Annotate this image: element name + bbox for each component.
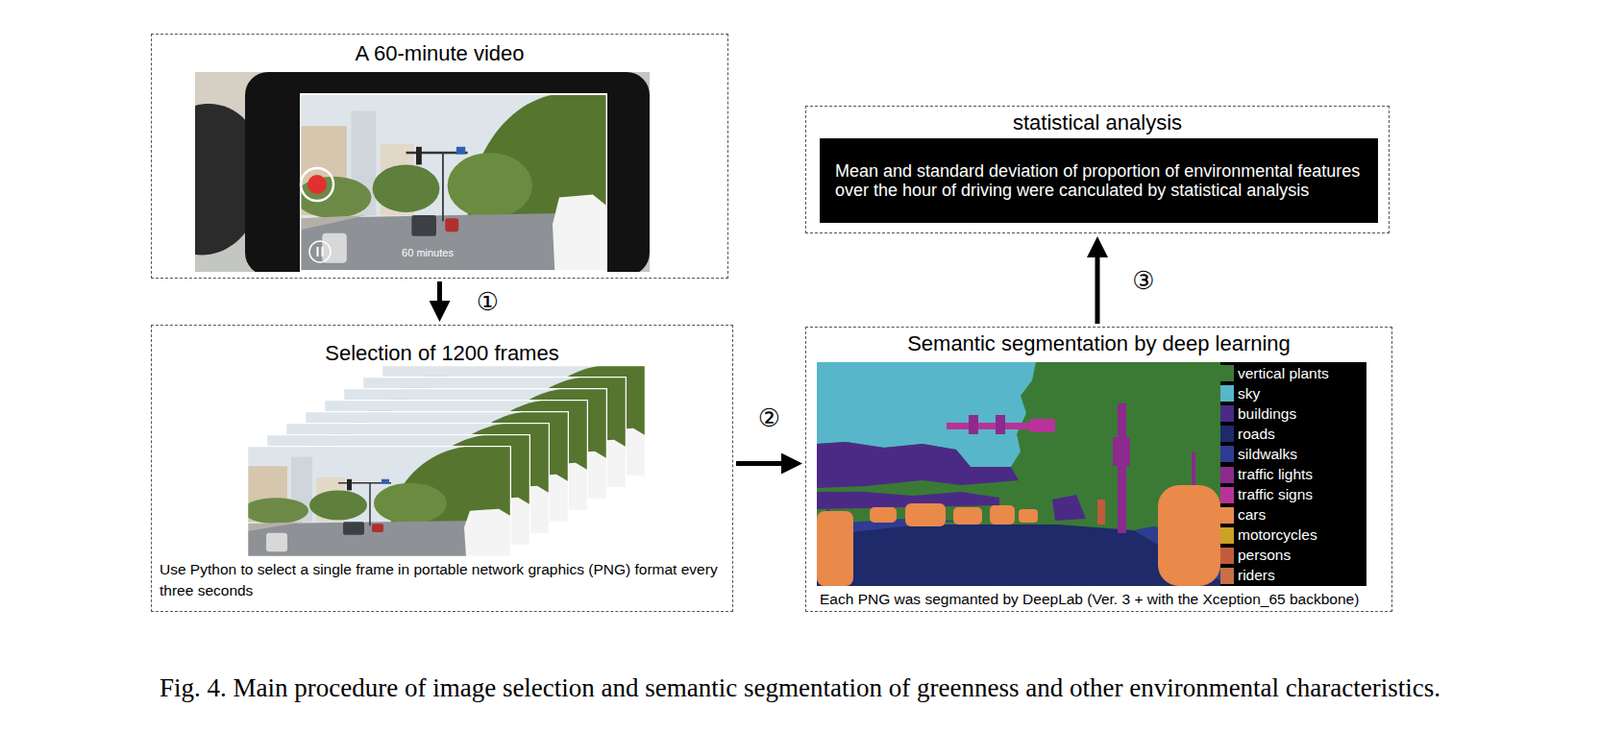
legend-text: motorcycles xyxy=(1237,526,1318,544)
legend-text: traffic signs xyxy=(1237,486,1313,504)
segmentation-map xyxy=(953,507,983,525)
segmentation-map xyxy=(1157,485,1221,587)
step-number-holder: ③ xyxy=(1130,266,1157,296)
legend-text: traffic lights xyxy=(1237,466,1313,484)
phone-photo xyxy=(317,246,320,257)
legend-row: cars xyxy=(1220,505,1367,526)
box-title: Mean and standard deviation of proportio… xyxy=(835,161,1363,200)
legend-text: sky xyxy=(1237,385,1260,403)
legend-row: sky xyxy=(1220,383,1367,404)
box-title: Selection of 1200 frames xyxy=(151,325,733,367)
step-panel: Selection of 1200 framesUse Python to se… xyxy=(150,324,734,613)
legend-swatch xyxy=(1220,487,1234,504)
legend-swatch xyxy=(1220,365,1234,382)
legend-swatch xyxy=(1220,567,1234,585)
result-box: Mean and standard deviation of proportio… xyxy=(819,138,1379,223)
flow-arrow xyxy=(437,281,443,309)
segmentation-map xyxy=(869,507,897,523)
segmentation-map xyxy=(989,505,1015,525)
phone-photo xyxy=(195,72,650,272)
segmentation-map xyxy=(905,503,946,527)
legend-row: traffic lights xyxy=(1220,464,1367,485)
segmentation-map xyxy=(816,511,854,587)
legend-row: motorcycles xyxy=(1220,525,1367,546)
legend-swatch xyxy=(1220,467,1234,484)
segmentation-map xyxy=(1112,437,1131,467)
label-holder: 60 minutes xyxy=(401,243,454,261)
legend-swatch xyxy=(1220,425,1234,443)
legend-text: cars xyxy=(1237,506,1266,524)
caption-holder: Fig. 4. Main procedure of image selectio… xyxy=(0,672,1600,704)
legend-swatch xyxy=(1220,527,1234,544)
legend-row: riders xyxy=(1220,566,1367,587)
segmentation-map xyxy=(1052,494,1086,521)
phone-photo xyxy=(295,93,608,272)
legend-row: vertical plants xyxy=(1220,363,1367,384)
legend-text: persons xyxy=(1237,546,1291,565)
legend-row: sildwalks xyxy=(1220,443,1367,465)
box-title: A 60-minute video xyxy=(151,34,728,67)
phone-photo xyxy=(307,174,327,195)
box-text: Use Python to select a single frame in p… xyxy=(151,559,733,612)
step-number: ③ xyxy=(1130,266,1157,296)
legend-text: buildings xyxy=(1237,405,1297,423)
figure-caption: Fig. 4. Main procedure of image selectio… xyxy=(159,673,1441,703)
legend-row: buildings xyxy=(1220,403,1367,424)
segmentation-map xyxy=(1097,499,1106,525)
step-number: ① xyxy=(474,287,501,317)
legend-panel: vertical plants sky buildings roadssildwalk… xyxy=(1220,362,1367,587)
step-number-holder: ② xyxy=(756,403,783,433)
segmentation-map xyxy=(816,362,1221,587)
segmentation-map xyxy=(816,442,1019,489)
phone-photo xyxy=(321,246,324,257)
legend-swatch xyxy=(1220,445,1234,463)
frame-stack xyxy=(243,445,512,558)
step-number: ② xyxy=(756,403,783,433)
phone-photo xyxy=(245,72,650,272)
legend-text: riders xyxy=(1237,566,1276,585)
legend-text: vertical plants xyxy=(1237,365,1330,383)
legend-row: traffic signs xyxy=(1220,485,1367,506)
segmentation-map xyxy=(1018,509,1038,523)
legend-text: sildwalks xyxy=(1237,445,1298,464)
segmentation-map xyxy=(1030,418,1056,433)
step-number-holder: ① xyxy=(474,287,501,317)
step-panel: statistical analysisMean and standard de… xyxy=(805,105,1390,234)
screen-label: 60 minutes xyxy=(401,246,454,259)
legend-swatch xyxy=(1220,405,1234,422)
box-title: Semantic segmentation by deep learning xyxy=(806,327,1392,357)
phone-photo xyxy=(309,241,331,263)
box-text: Each PNG was segmanted by DeepLab (Ver. … xyxy=(806,590,1392,612)
segmentation-map xyxy=(995,415,1006,435)
legend-text: roads xyxy=(1237,425,1276,444)
segmentation-map xyxy=(968,415,979,435)
box-title: statistical analysis xyxy=(806,106,1389,136)
legend-row: roads xyxy=(1220,423,1367,444)
flow-arrow xyxy=(736,461,789,467)
legend-swatch xyxy=(1220,507,1234,524)
segmentation-map xyxy=(1117,403,1127,534)
flow-arrow xyxy=(1095,249,1101,324)
legend-row: persons xyxy=(1220,545,1367,567)
phone-photo xyxy=(300,168,334,201)
segmentation-map xyxy=(816,362,1221,587)
step-panel: A 60-minute video xyxy=(150,33,729,279)
legend-swatch xyxy=(1220,385,1234,402)
frame-stack xyxy=(243,365,646,558)
legend-swatch xyxy=(1220,547,1234,565)
